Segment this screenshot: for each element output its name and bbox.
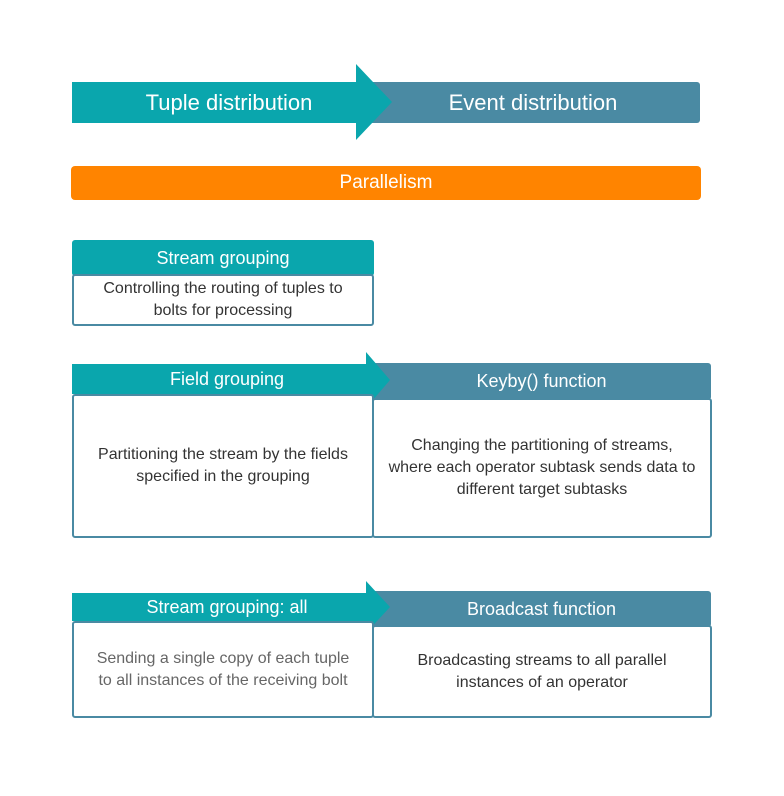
field-grouping-description: Partitioning the stream by the fields sp… xyxy=(72,394,374,538)
broadcast-function-description: Broadcasting streams to all parallel ins… xyxy=(372,625,712,718)
stream-grouping-all-arrow xyxy=(72,581,390,633)
stream-grouping-description: Controlling the routing of tuples to bol… xyxy=(72,274,374,326)
stream-grouping-title: Stream grouping xyxy=(72,240,374,276)
tuple-distribution-arrow xyxy=(72,64,392,140)
event-distribution-bar xyxy=(356,82,700,123)
broadcast-function-title: Broadcast function xyxy=(466,598,617,619)
field-grouping-title: Field grouping xyxy=(169,368,285,389)
keyby-function-title: Keyby() function xyxy=(476,371,607,391)
stream-grouping-all-description: Sending a single copy of each tuple to a… xyxy=(72,621,374,718)
event-distribution-label: Event distribution xyxy=(448,89,618,115)
keyby-function-description: Changing the partitioning of streams, wh… xyxy=(372,398,712,538)
tuple-distribution-label: Tuple distribution xyxy=(145,89,313,115)
keyby-header-bar xyxy=(372,363,711,400)
broadcast-header-bar xyxy=(372,591,711,627)
parallelism-bar: Parallelism xyxy=(71,166,701,200)
stream-grouping-all-title: Stream grouping: all xyxy=(146,596,308,617)
